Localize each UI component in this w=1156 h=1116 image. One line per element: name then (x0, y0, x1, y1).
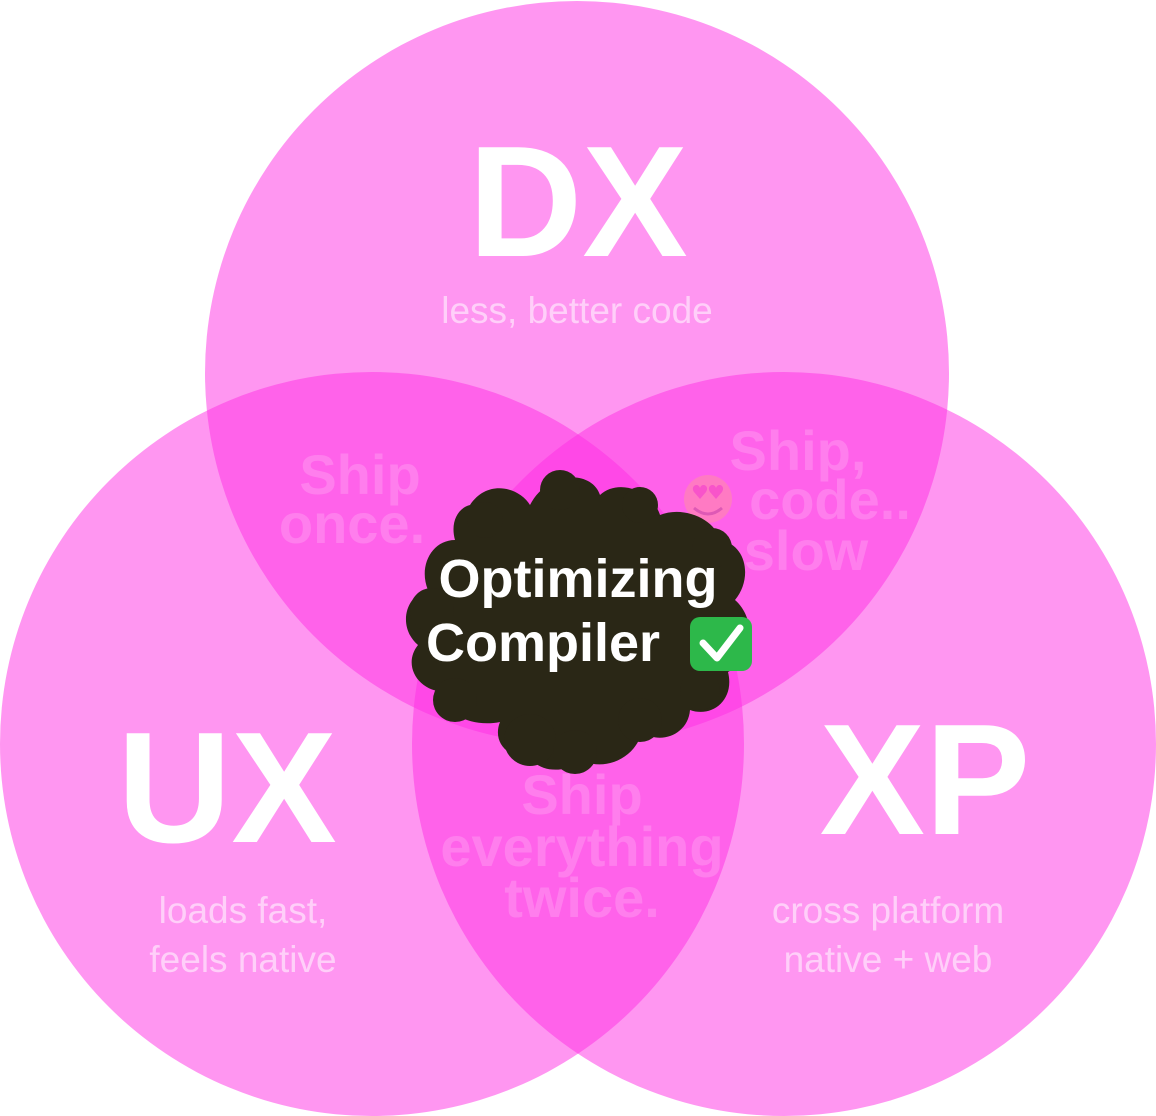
overlap-dx-ux-line-1: Ship (299, 443, 420, 506)
overlap-dx-xp: Ship, code.. slow (684, 419, 911, 582)
check-mark-icon (690, 617, 752, 671)
dx-title: DX (468, 114, 688, 290)
overlap-ux-xp-line-3: twice. (504, 866, 660, 929)
scribble-blob (405, 470, 750, 774)
xp-subtitle-line-2: native + web (784, 939, 993, 980)
overlap-dx-xp-line-1: Ship, (730, 419, 867, 482)
overlap-dx-xp-line-3: slow (744, 519, 869, 582)
ux-subtitle-line-1: loads fast, (159, 890, 328, 931)
overlap-dx-xp-line-2: code.. (749, 468, 911, 531)
dx-subtitle: less, better code (441, 290, 712, 331)
ux-title: UX (117, 700, 337, 876)
center-label-line-1: Optimizing (439, 549, 718, 609)
ux-subtitle-line-2: feels native (149, 939, 336, 980)
xp-subtitle-line-1: cross platform (772, 890, 1004, 931)
xp-title: XP (820, 692, 1031, 868)
overlap-ux-xp-line-2: everything (440, 815, 723, 878)
overlap-ux-xp: Ship everything twice. (440, 763, 723, 929)
center-label-line-2: Compiler (426, 613, 660, 673)
overlap-dx-ux: Ship once. (279, 443, 425, 555)
overlap-dx-ux-line-2: once. (279, 492, 425, 555)
overlap-ux-xp-line-1: Ship (521, 763, 642, 826)
heart-eyes-emoji-icon (684, 475, 732, 523)
